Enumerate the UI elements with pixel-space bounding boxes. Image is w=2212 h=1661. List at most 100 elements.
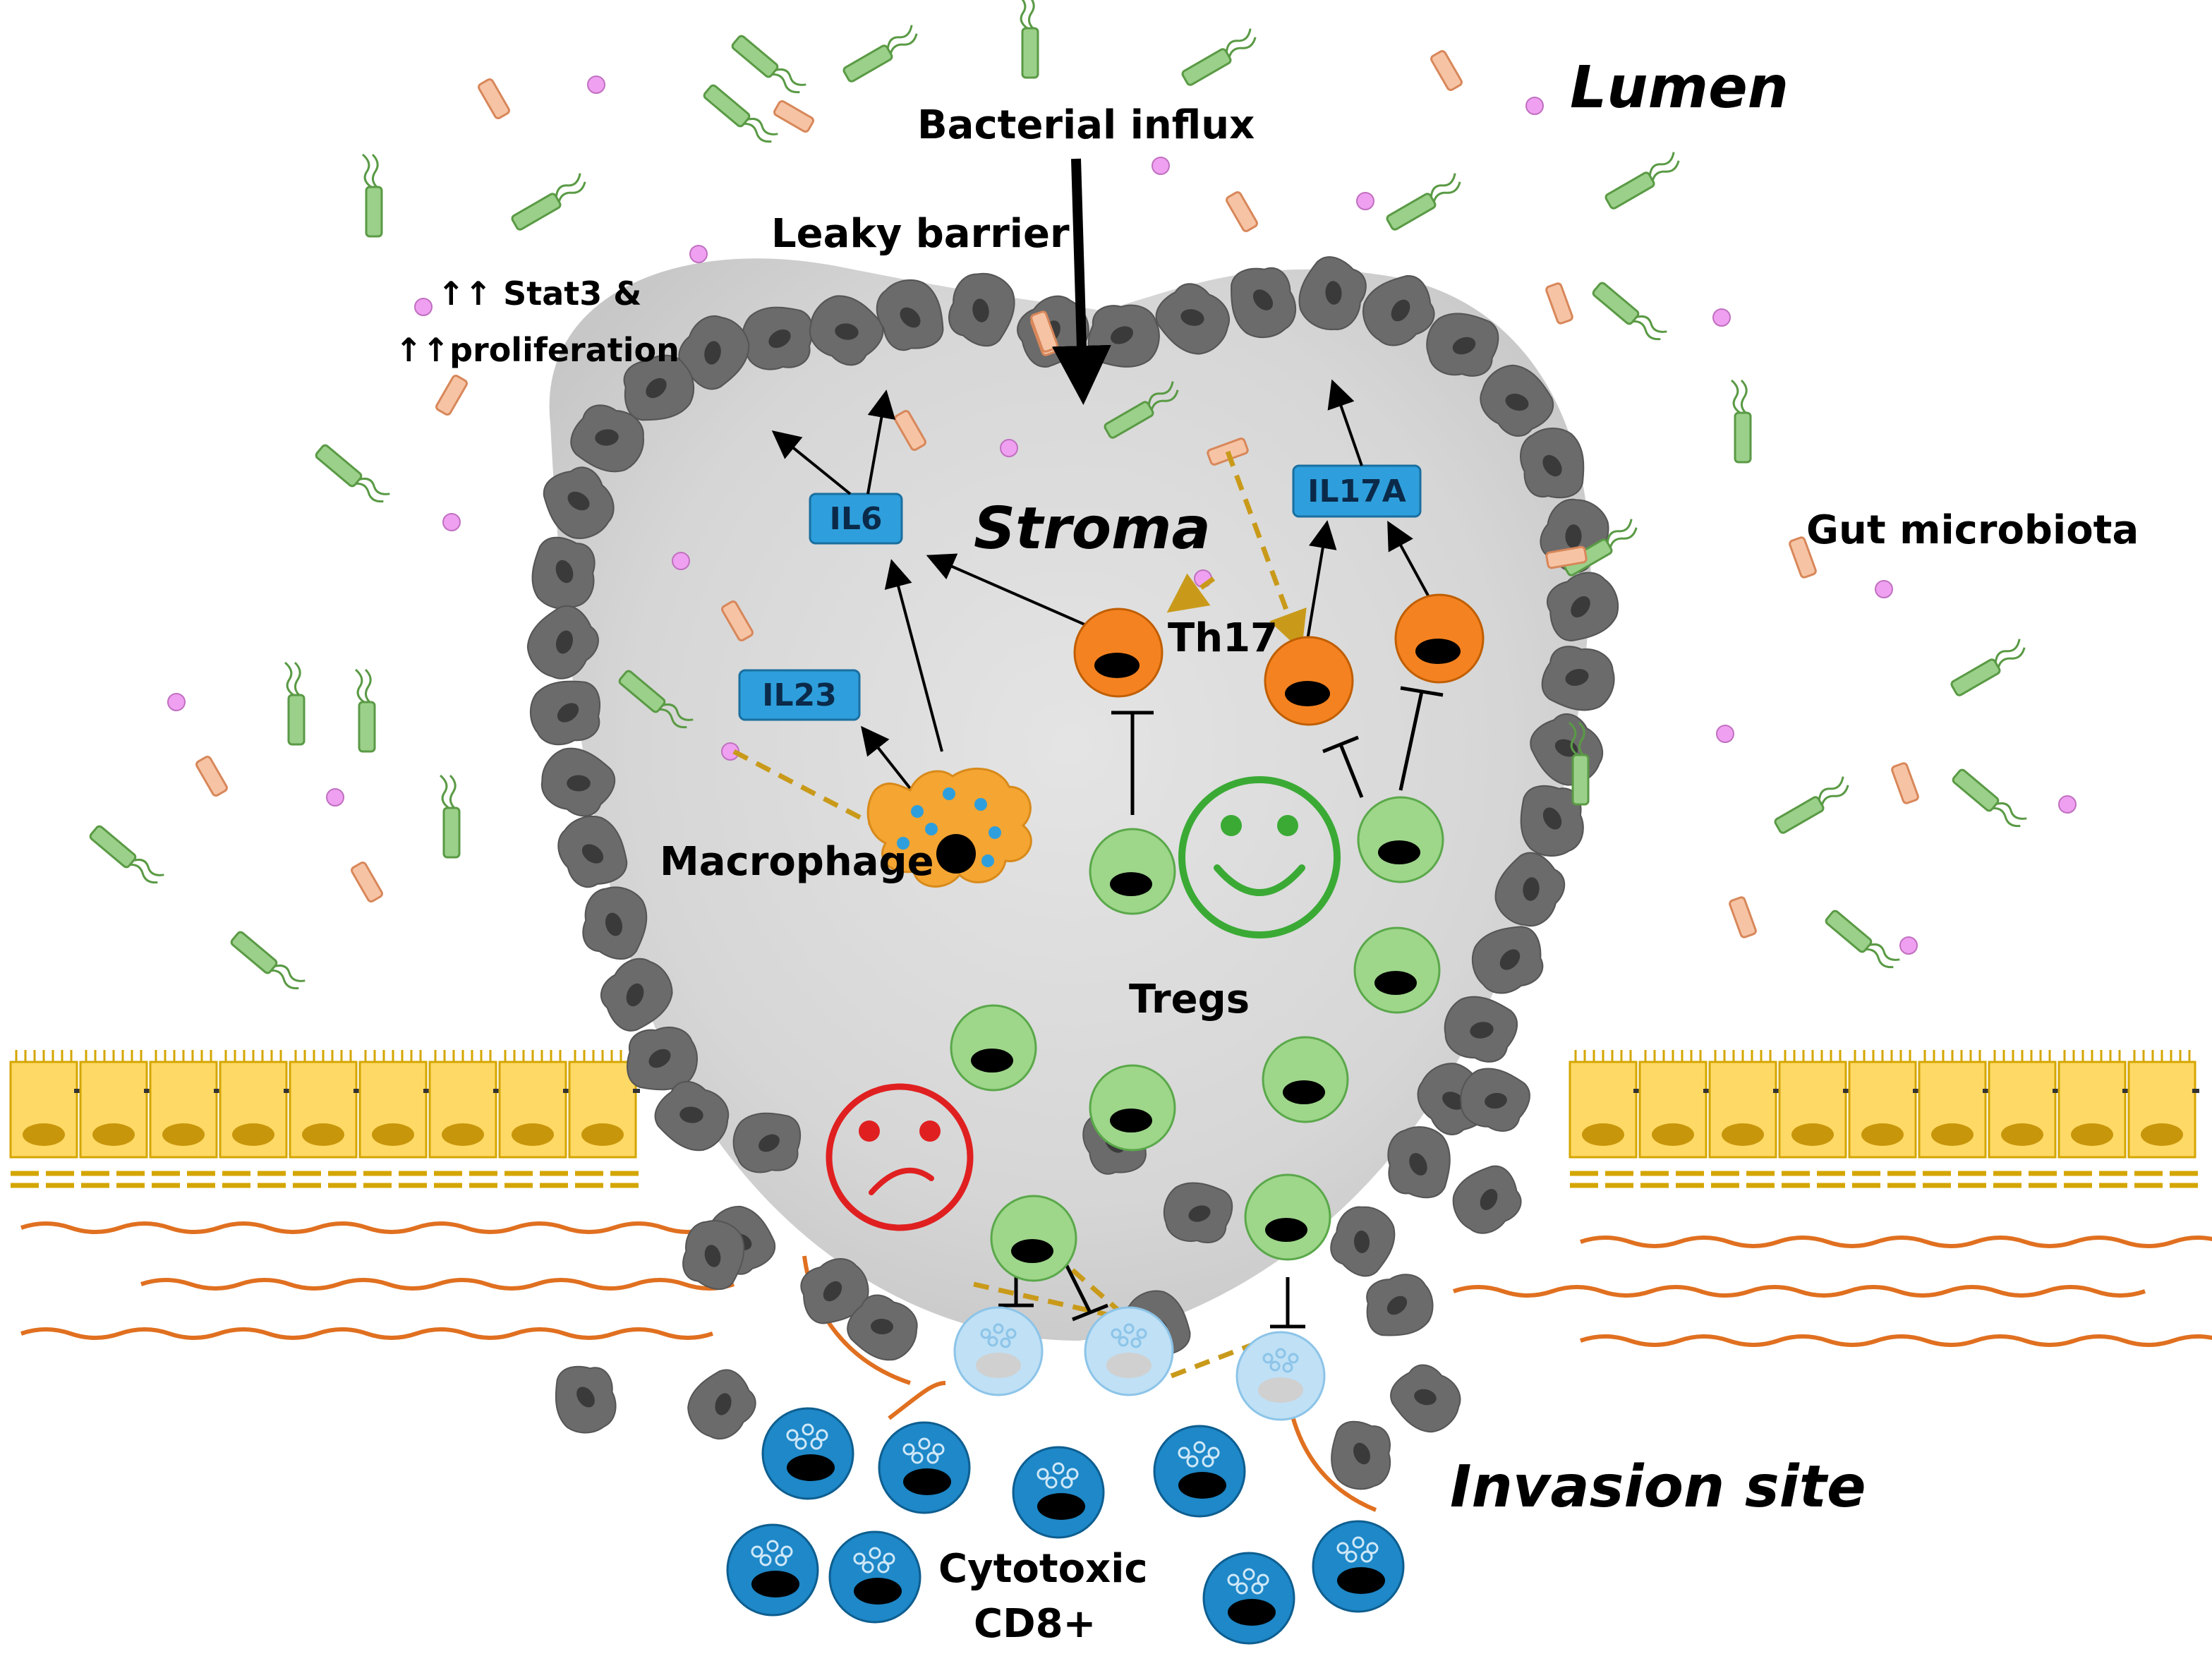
submucosa-fibre	[140, 1278, 735, 1291]
tregs-label: Tregs	[1129, 977, 1250, 1022]
svg-text:IL23: IL23	[762, 677, 837, 713]
orange-rod-bacterium	[1545, 545, 1588, 569]
tumor-cell	[847, 1294, 918, 1361]
treg-cell	[990, 1195, 1077, 1282]
tumor-cell	[627, 1026, 698, 1091]
bacterial-influx-arrow	[1051, 158, 1111, 405]
tumor-cell	[600, 958, 673, 1032]
epithelial-cell	[568, 1050, 640, 1159]
epithelial-cell	[219, 1050, 291, 1159]
coccus-bacterium	[167, 693, 186, 711]
tumor-cell	[529, 680, 600, 746]
tumor-cell	[1087, 304, 1160, 368]
tumor-cell	[557, 815, 628, 888]
tumor-cell	[742, 306, 814, 370]
inactive-cd8-cell	[1084, 1306, 1174, 1396]
tumor-cell	[948, 272, 1015, 347]
tumor-cell	[582, 886, 648, 960]
tumor-cell	[1546, 572, 1619, 642]
coccus-bacterium	[1712, 308, 1731, 327]
tumor-cell	[531, 536, 596, 610]
orange-rod-bacterium	[1030, 310, 1058, 353]
tumor-cell	[732, 1112, 802, 1173]
epithelial-cell	[289, 1050, 361, 1159]
orange-rod-bacterium	[1545, 282, 1573, 325]
green-rod-bacterium	[731, 35, 806, 94]
green-rod-bacterium	[1104, 381, 1179, 439]
treg-cell	[1089, 828, 1176, 915]
happy-face-icon	[1178, 776, 1341, 938]
epithelial-cell	[79, 1050, 151, 1159]
stat3-label-line2: ↑↑proliferation	[395, 331, 679, 369]
tumor-cell	[1362, 275, 1435, 346]
green-rod-bacterium	[1950, 639, 2026, 696]
submucosa-fibre	[1289, 1411, 1377, 1512]
coccus-bacterium	[1875, 580, 1893, 598]
inactive-cd8-cells	[953, 1306, 1326, 1421]
cytotoxic-cd8-cell	[726, 1523, 819, 1617]
inactive-cd8-cell	[953, 1306, 1044, 1396]
tumor-cell	[555, 1365, 617, 1434]
cytotoxic-cd8-cell	[878, 1421, 971, 1514]
green-rod-bacterium	[511, 173, 586, 231]
invasion-site-label: Invasion site	[1450, 1454, 1866, 1521]
orange-rod-bacterium	[721, 600, 754, 641]
coccus-bacterium	[442, 513, 461, 531]
stroma-label: Stroma	[974, 495, 1211, 562]
coccus-bacterium	[1356, 192, 1374, 210]
tumor-cell	[1231, 267, 1297, 339]
green-rod-bacterium	[1568, 721, 1590, 806]
coccus-bacterium	[1152, 157, 1170, 175]
cytotoxic-cd8-cells	[726, 1407, 1405, 1645]
treg-cell	[950, 1004, 1037, 1092]
epithelial-cell	[1708, 1050, 1780, 1159]
orange-rod-bacterium	[1430, 50, 1463, 91]
epithelium-left	[9, 1050, 640, 1188]
submucosa-fibre	[1580, 1334, 2212, 1347]
tumor-cell	[654, 1081, 730, 1152]
cytotoxic-cd8-cell	[1202, 1552, 1295, 1645]
orange-rod-bacterium	[195, 756, 228, 797]
cytotoxic-cd8-cell	[1012, 1446, 1105, 1539]
coccus-bacterium	[672, 552, 690, 570]
th17-cell	[1264, 636, 1354, 726]
inhibition-lines	[998, 686, 1444, 1329]
epithelial-cell	[2127, 1050, 2199, 1159]
tumor-cell	[1331, 1420, 1391, 1490]
tumor-cell	[1387, 1126, 1451, 1199]
green-rod-bacterium	[1730, 379, 1752, 464]
orange-rod-bacterium	[435, 375, 468, 416]
gut-microbiota-label: Gut microbiota	[1806, 507, 2139, 553]
tumor-cell	[1426, 313, 1499, 377]
tumor-cell	[809, 295, 884, 366]
epithelial-cell	[1778, 1050, 1850, 1159]
coccus-bacterium	[2058, 795, 2077, 814]
tumor-cell	[623, 354, 695, 421]
tumor-cell	[1541, 646, 1615, 711]
tumor-cell	[570, 404, 644, 473]
tumor-cell	[800, 1258, 869, 1324]
green-rod-bacterium	[89, 825, 164, 884]
tumor-cell	[540, 747, 616, 817]
green-rod-bacterium	[618, 670, 694, 729]
cytokine-il6-box: IL6	[809, 493, 903, 545]
green-rod-bacterium	[1386, 173, 1461, 231]
submucosa-fibre	[1580, 1236, 2212, 1248]
th17-cell	[1073, 608, 1164, 698]
green-rod-bacterium	[1774, 776, 1849, 834]
coccus-bacterium	[1525, 97, 1544, 115]
cytotoxic-cd8-cell	[1153, 1425, 1246, 1518]
tumor-cell	[1494, 852, 1566, 927]
green-rod-bacterium	[1604, 152, 1680, 210]
treg-cell	[1089, 1064, 1176, 1152]
green-rod-bacterium	[1592, 282, 1667, 341]
coccus-bacterium	[587, 76, 605, 94]
epithelial-cell	[428, 1050, 500, 1159]
lumen-label: Lumen	[1570, 54, 1789, 121]
epithelial-cell	[498, 1050, 570, 1159]
submucosa-fibre	[888, 1381, 946, 1420]
green-rod-bacterium	[361, 153, 383, 238]
sad-face-icon	[826, 1083, 974, 1231]
orange-rod-bacterium	[1226, 191, 1258, 232]
epithelial-cell	[1988, 1050, 2060, 1159]
